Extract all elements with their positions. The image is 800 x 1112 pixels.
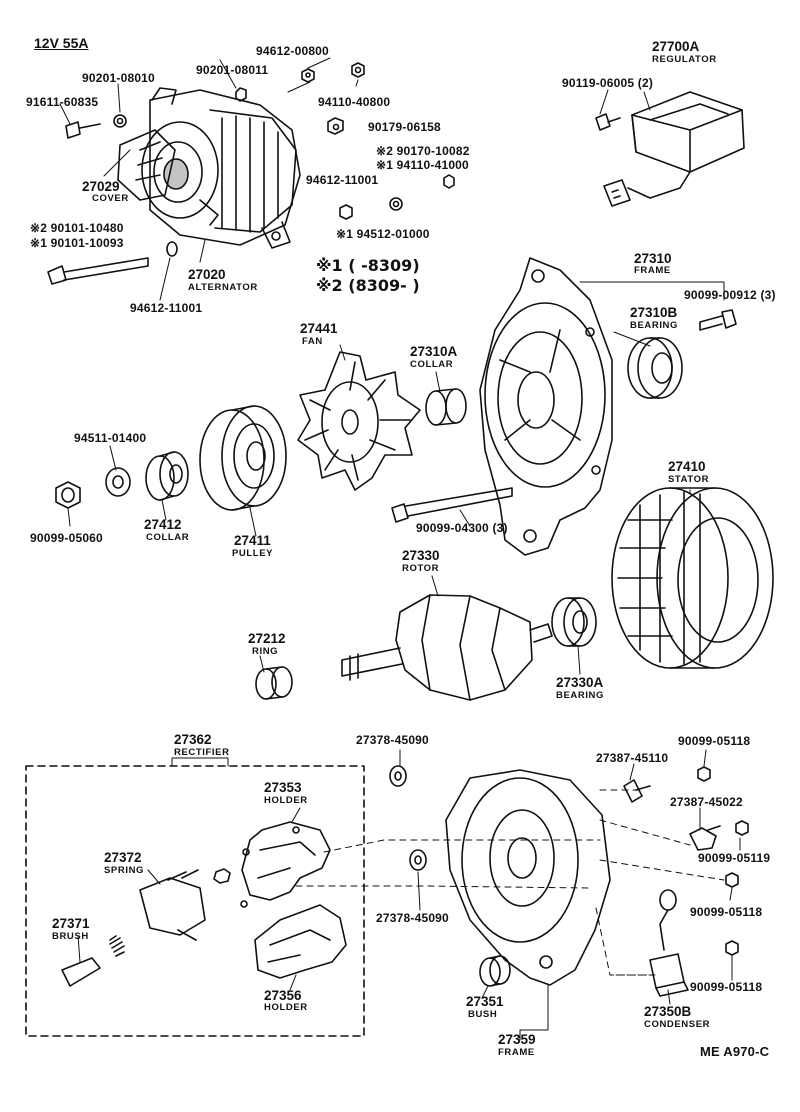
alternator-assembly-drawing: [117, 87, 301, 249]
leader-lines: [59, 57, 741, 1041]
label-27310: 27310: [634, 251, 672, 266]
pulley-drawing: [199, 405, 287, 511]
through-bolt-drawing: [391, 487, 513, 523]
label-fan: FAN: [302, 336, 323, 347]
footer-code: ME A970-C: [700, 1044, 770, 1059]
label-27353: 27353: [264, 780, 302, 795]
label-stator: STATOR: [668, 474, 710, 485]
ring-drawing: [255, 666, 293, 700]
holder-27356-drawing: [254, 904, 347, 979]
screw-drawing: [721, 309, 737, 329]
label-94612-00800: 94612-00800: [256, 44, 329, 58]
condenser-drawing: [649, 889, 689, 997]
holder-27353-drawing: [240, 821, 331, 908]
label-27020: 27020: [188, 267, 226, 282]
label-cover: COVER: [92, 193, 129, 204]
label-27330: 27330: [402, 548, 440, 563]
legend-row-1: ※1 ( -8309): [316, 256, 420, 275]
rotor-drawing: [341, 594, 553, 701]
label-94612-11001-upper: 94612-11001: [306, 173, 379, 187]
label-90170-10082: ※2 90170-10082: [376, 144, 470, 158]
label-27387-45022: 27387-45022: [670, 795, 743, 809]
label-rotor: ROTOR: [402, 563, 440, 574]
diagram-title: 12V 55A: [34, 35, 89, 51]
label-91611-60835: 91611-60835: [26, 95, 99, 109]
label-regulator: REGULATOR: [652, 54, 717, 65]
label-27362: 27362: [174, 732, 212, 747]
label-94511-01400: 94511-01400: [74, 431, 147, 445]
label-94512-01000: ※1 94512-01000: [336, 227, 430, 241]
label-90119-06005: 90119-06005 (2): [562, 76, 654, 90]
label-90101-10093: ※1 90101-10093: [30, 236, 124, 250]
label-27700a: 27700A: [652, 39, 700, 54]
label-90099-05060: 90099-05060: [30, 531, 103, 545]
drive-end-frame-drawing: [479, 257, 613, 556]
regulator-drawing: [595, 91, 745, 207]
collar-27310a-drawing: [425, 388, 467, 426]
rectifier-kit-box: [25, 765, 365, 1037]
label-bearing-27310b: BEARING: [630, 320, 679, 331]
label-rectifier: RECTIFIER: [174, 747, 230, 758]
pulley-hardware-drawing: [55, 451, 189, 509]
label-27310a: 27310A: [410, 344, 458, 359]
label-27411: 27411: [234, 533, 271, 548]
label-27310b: 27310B: [630, 305, 678, 320]
label-pulley: PULLEY: [232, 548, 274, 559]
label-94110-41000: ※1 94110-41000: [376, 158, 469, 172]
label-bearing-27330a: BEARING: [556, 690, 605, 701]
label-90201-08011: 90201-08011: [196, 63, 269, 77]
label-27212: 27212: [248, 631, 286, 646]
dashed-connectors: [295, 789, 725, 976]
label-27351: 27351: [466, 994, 504, 1009]
label-frame-27359: FRAME: [498, 1047, 535, 1058]
label-90099-00912: 90099-00912 (3): [684, 288, 776, 302]
label-27412: 27412: [144, 517, 182, 532]
spring-drawing: [109, 935, 125, 957]
label-90099-05118-lower: 90099-05118: [690, 980, 763, 994]
label-94110-40800: 94110-40800: [318, 95, 391, 109]
label-90099-05118-upper: 90099-05118: [678, 734, 751, 748]
bearing-27310b-drawing: [627, 337, 683, 399]
label-27330a: 27330A: [556, 675, 604, 690]
label-27029: 27029: [82, 179, 120, 194]
label-27378-45090-upper: 27378-45090: [356, 733, 429, 747]
label-90099-05119: 90099-05119: [698, 851, 771, 865]
bush-drawing: [479, 955, 511, 987]
label-brush: BRUSH: [52, 931, 89, 942]
label-condenser: CONDENSER: [644, 1019, 711, 1030]
label-frame-27310: FRAME: [634, 265, 671, 276]
label-spring: SPRING: [104, 865, 145, 876]
stator-drawing: [611, 487, 774, 669]
label-collar-27310a: COLLAR: [410, 359, 454, 370]
label-collar-27412: COLLAR: [146, 532, 190, 543]
label-27410: 27410: [668, 459, 706, 474]
legend-row-2: ※2 (8309- ): [316, 276, 420, 295]
label-27387-45110: 27387-45110: [596, 751, 669, 765]
label-ring: RING: [252, 646, 279, 657]
label-90099-05118-middle: 90099-05118: [690, 905, 763, 919]
label-alternator: ALTERNATOR: [188, 282, 258, 293]
label-90179-06158: 90179-06158: [368, 120, 441, 134]
brush-holder-drawing: [139, 868, 231, 941]
label-27371: 27371: [52, 916, 90, 931]
label-27359: 27359: [498, 1032, 536, 1047]
label-holder-27353: HOLDER: [264, 795, 308, 806]
hardware-top: [47, 62, 455, 285]
label-90101-10480: ※2 90101-10480: [30, 221, 124, 235]
label-90099-04300: 90099-04300 (3): [416, 521, 508, 535]
bearing-27330a-drawing: [551, 597, 597, 647]
rear-frame-drawing: [445, 769, 611, 986]
label-27372: 27372: [104, 850, 142, 865]
label-90201-08010: 90201-08010: [82, 71, 155, 85]
label-94612-11001-lower: 94612-11001: [130, 301, 203, 315]
label-holder-27356: HOLDER: [264, 1002, 308, 1013]
label-bush: BUSH: [468, 1009, 498, 1020]
brush-drawing: [61, 957, 101, 987]
label-27356: 27356: [264, 988, 302, 1003]
label-27350b: 27350B: [644, 1004, 692, 1019]
fan-drawing: [297, 351, 421, 491]
label-27441: 27441: [300, 321, 338, 336]
label-27378-45090-lower: 27378-45090: [376, 911, 449, 925]
